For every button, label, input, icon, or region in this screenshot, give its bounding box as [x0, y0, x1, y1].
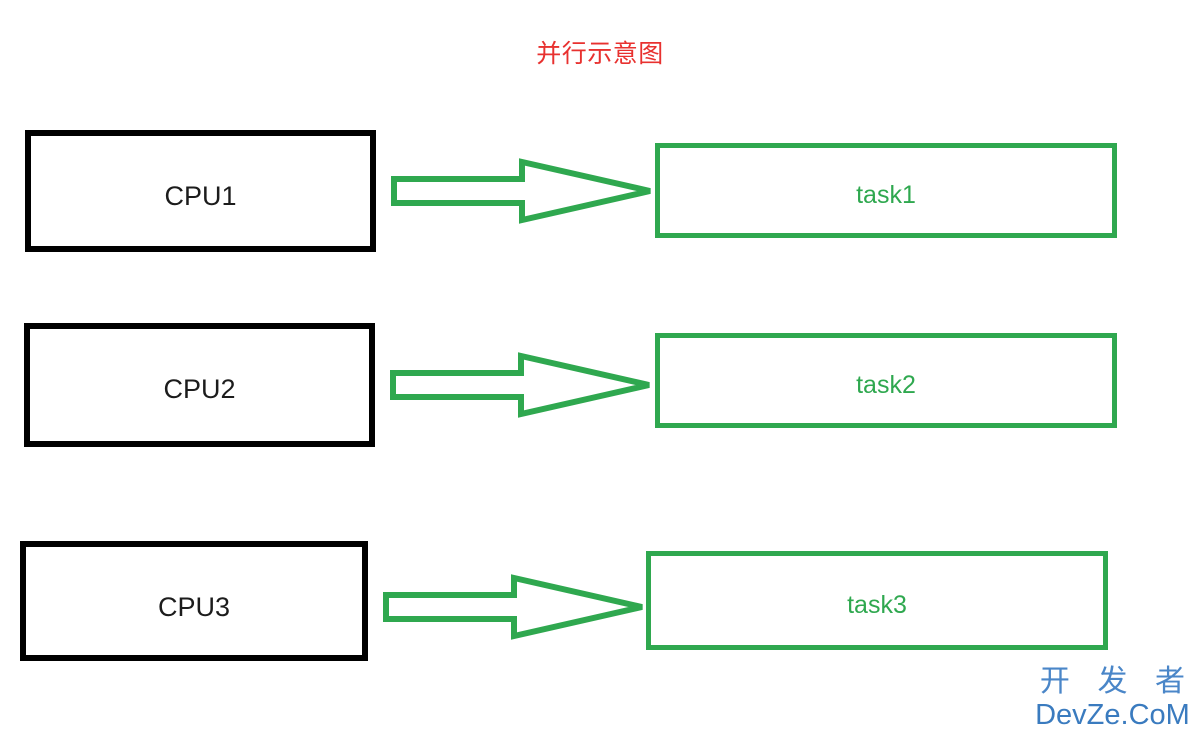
cpu-box-2-label: CPU2	[163, 374, 236, 404]
arrow-cpu2-to-task2	[390, 352, 650, 418]
arrow-shape-1	[391, 158, 651, 224]
watermark-cn-text: 开 发 者	[1039, 664, 1194, 699]
task-box-3-label: task3	[847, 591, 907, 619]
cpu-box-3: CPU3	[20, 541, 368, 661]
arrow-shape-3	[383, 574, 643, 640]
arrow-shape-2	[390, 352, 650, 418]
watermark-en-text: DevZe.CoM	[1035, 699, 1190, 731]
arrow-cpu3-to-task3	[383, 574, 643, 640]
cpu-box-2: CPU2	[24, 323, 375, 447]
task-box-1-label: task1	[856, 181, 916, 209]
cpu-box-3-label: CPU3	[157, 592, 231, 622]
arrow-cpu1-to-task1	[391, 158, 651, 224]
task-box-1: task1	[655, 143, 1117, 238]
watermark: 开 发 者 DevZe.CoM	[1031, 664, 1194, 732]
cpu-box-1: CPU1	[25, 130, 376, 252]
task-box-2: task2	[655, 333, 1117, 428]
task-box-3: task3	[646, 551, 1108, 650]
cpu-box-1-label: CPU1	[164, 181, 237, 211]
task-box-2-label: task2	[856, 371, 916, 399]
page-title: 并行示意图	[536, 39, 664, 68]
